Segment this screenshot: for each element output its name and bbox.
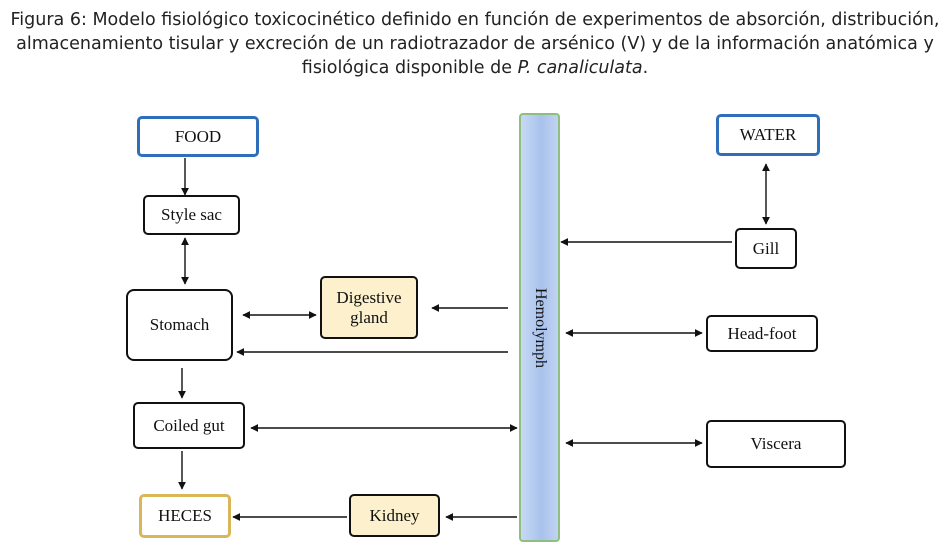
node-head-foot: Head-foot [706,315,818,352]
hemolymph-bar [519,113,560,542]
node-digestive-gland: Digestive gland [320,276,418,339]
node-stomach-label: Stomach [149,315,210,334]
node-kidney-label: Kidney [369,505,420,525]
figure-label: Figura 6 [10,10,81,30]
node-gill: Gill [735,228,797,269]
node-viscera-label: Viscera [750,434,802,453]
caption-line-3: fisiológica disponible de [301,58,518,78]
species-name: P. canaliculata [517,58,643,78]
node-digestive-gland-label-2: gland [350,307,388,327]
node-head-foot-label: Head-foot [727,323,797,343]
node-food: FOOD [137,116,259,157]
node-heces-label: HECES [158,506,212,525]
node-viscera: Viscera [706,420,846,468]
figure-caption: Figura 6: Modelo fisiológico toxicocinét… [0,8,950,80]
node-coiled-gut: Coiled gut [133,402,245,449]
node-heces: HECES [139,494,231,538]
node-water: WATER [716,114,820,156]
node-gill-label: Gill [752,238,780,258]
node-digestive-gland-label-1: Digestive [336,287,402,307]
node-kidney: Kidney [349,494,440,537]
caption-line-1: Modelo fisiológico toxicocinético defini… [92,10,940,30]
caption-line-3-end: . [642,58,649,78]
node-water-label: WATER [739,125,797,144]
node-stomach: Stomach [126,289,233,361]
node-food-label: FOOD [174,126,222,146]
node-style-sac: Style sac [143,195,240,235]
node-style-sac-label: Style sac [161,205,222,224]
node-coiled-gut-label: Coiled gut [153,415,225,435]
hemolymph-label: Hemolymph [531,287,549,368]
hemolymph-label-wrap: Hemolymph [519,113,560,542]
caption-line-2: almacenamiento tisular y excreción de un… [16,34,934,54]
